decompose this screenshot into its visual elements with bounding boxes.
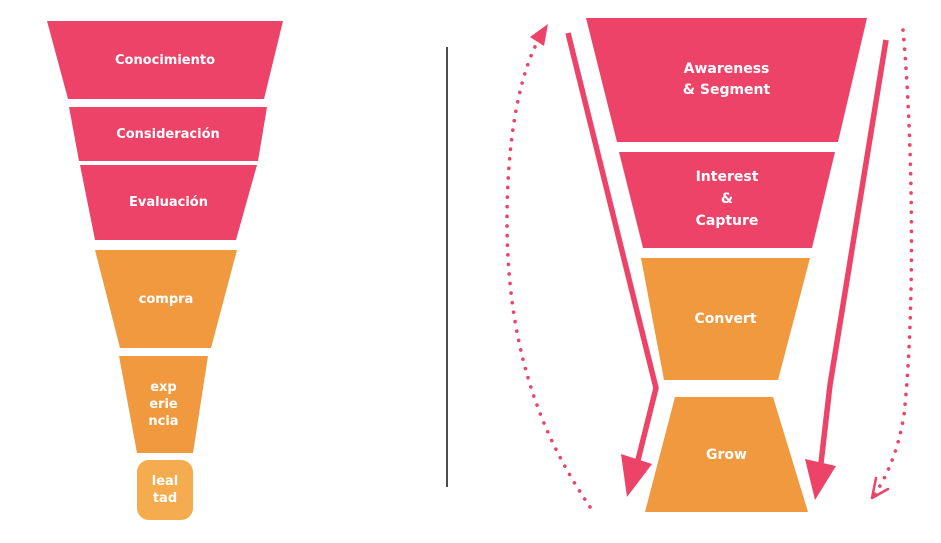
- right-loop-dotted-arrow-icon: [870, 28, 914, 500]
- stage-label: Interest & Capture: [695, 169, 759, 229]
- stage-label: Consideración: [116, 126, 220, 142]
- right-funnel-stage-interest-capture: Interest & Capture: [619, 152, 835, 248]
- left-funnel-stage-experiencia: exp erie ncia: [119, 356, 208, 453]
- right-funnel-stage-grow: Grow: [645, 397, 808, 512]
- stage-label: compra: [138, 291, 194, 307]
- right-funnel-stage-convert: Convert: [641, 258, 810, 380]
- left-funnel-stage-conocimiento: Conocimiento: [47, 21, 283, 99]
- stage-label: Convert: [694, 311, 757, 327]
- stage-label: exp erie ncia: [148, 379, 179, 430]
- left-loop-dotted-arrow-icon: [505, 24, 592, 509]
- stage-label: leal tad: [151, 473, 179, 506]
- stage-label: Conocimiento: [114, 52, 216, 68]
- left-funnel-stage-lealtad: leal tad: [137, 460, 193, 520]
- left-funnel-stage-compra: compra: [95, 250, 237, 348]
- stage-label: Evaluación: [129, 195, 208, 210]
- left-funnel-stage-consideracion: Consideración: [69, 107, 267, 161]
- stage-label: Awareness & Segment: [682, 61, 771, 98]
- right-funnel-stage-awareness-segment: Awareness & Segment: [586, 18, 867, 142]
- divider-line: [446, 47, 448, 487]
- left-funnel-stage-evaluacion: Evaluación: [80, 165, 257, 240]
- stage-label: Grow: [706, 446, 747, 463]
